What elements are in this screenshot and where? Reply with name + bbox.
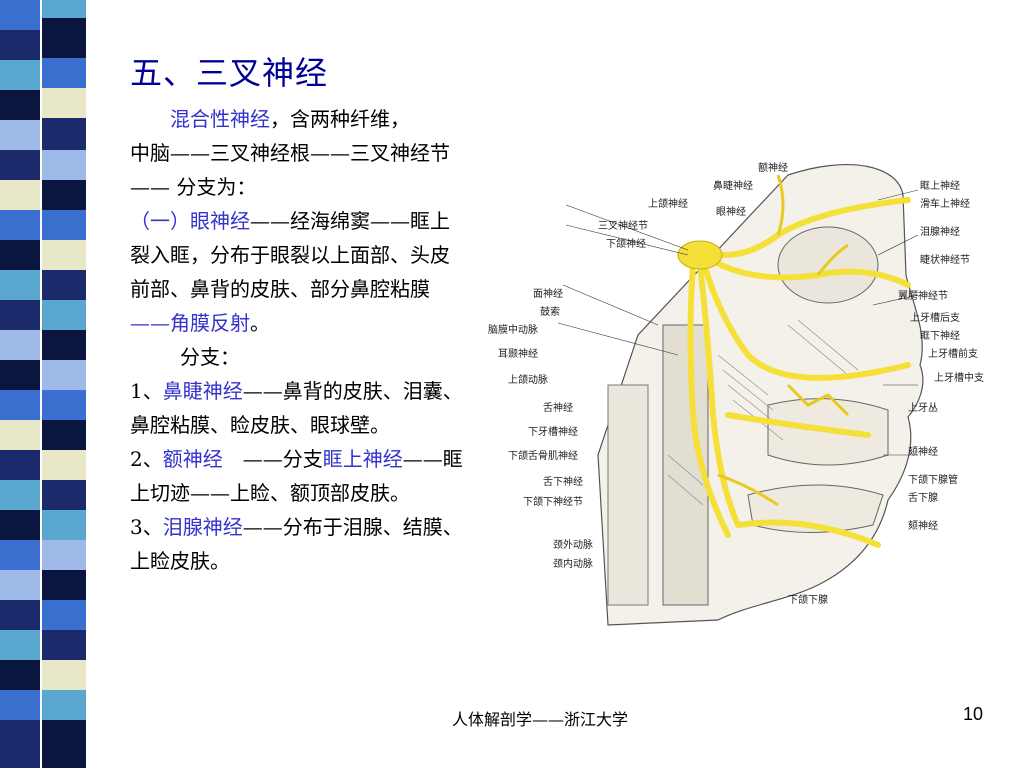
figure-label: 眶上神经 <box>920 179 960 192</box>
branch-name: 鼻睫神经 <box>162 379 243 403</box>
figure-label: 上牙槽前支 <box>928 347 978 360</box>
figure-label: 下牙槽神经 <box>528 425 578 438</box>
footer-text: 人体解剖学——浙江大学 <box>452 710 629 729</box>
figure-label: 颈外动脉 <box>553 538 593 551</box>
branch-name: 泪腺神经 <box>162 515 243 539</box>
figure-label: 眼神经 <box>716 205 746 218</box>
figure-label: 下颌下腺 <box>788 593 828 606</box>
figure-label: 下颌神经 <box>606 237 646 250</box>
figure-label: 上颌动脉 <box>508 373 548 386</box>
figure-label: 眶下神经 <box>920 329 960 342</box>
figure-labels-left: 额神经 鼻睫神经 上颌神经 眼神经 三叉神经节 下颌神经 面神经 鼓索 脑膜中动… <box>488 161 828 606</box>
figure-label: 睫状神经节 <box>920 253 970 266</box>
branch-number: 2、 <box>130 447 163 471</box>
figure-label: 泪腺神经 <box>920 225 960 238</box>
figure-label: 舌下腺 <box>908 491 938 504</box>
branch-item: 3、泪腺神经——分布于泪腺、结膜、上睑皮肤。 <box>130 510 465 578</box>
section-ophthalmic: （一）眼神经——经海绵窦——眶上裂入眶，分布于眼裂以上面部、头皮前部、鼻背的皮肤… <box>130 204 465 340</box>
figure-label: 上颌神经 <box>648 197 688 210</box>
slide-body: 混合性神经，含两种纤维， 中脑——三叉神经根——三叉神经节—— 分支为： （一）… <box>130 102 465 578</box>
corneal-reflex-term: 角膜反射 <box>170 311 250 335</box>
anatomy-illustration: 额神经 鼻睫神经 上颌神经 眼神经 三叉神经节 下颌神经 面神经 鼓索 脑膜中动… <box>488 155 993 630</box>
figure-labels-right: 眶上神经 滑车上神经 泪腺神经 睫状神经节 翼腭神经节 上牙槽后支 眶下神经 上… <box>898 179 984 532</box>
intro-highlight: 混合性神经 <box>170 107 270 131</box>
section-title: （一）眼神经 <box>130 209 250 233</box>
figure-label: 翼腭神经节 <box>898 289 948 302</box>
figure-label: 上牙丛 <box>908 402 938 414</box>
figure-label: 上牙槽后支 <box>910 311 960 324</box>
decorative-stripe-bar <box>0 0 100 768</box>
branch-item: 2、额神经 ——分支眶上神经——眶上切迹——上睑、额顶部皮肤。 <box>130 442 465 510</box>
figure-label: 耳颞神经 <box>498 347 538 360</box>
figure-label: 面神经 <box>533 287 563 300</box>
figure-label: 舌下神经 <box>543 475 583 488</box>
figure-label: 颈内动脉 <box>553 557 593 570</box>
figure-label: 颏神经 <box>908 519 938 532</box>
figure-label: 鼓索 <box>540 305 560 318</box>
intro-line-2: 中脑——三叉神经根——三叉神经节—— 分支为： <box>130 141 450 199</box>
branch-text: ——鼻背的皮肤、泪囊、鼻腔粘膜、睑皮肤、眼球壁。 <box>130 379 463 437</box>
figure-label: 颏神经 <box>908 445 938 458</box>
figure-label: 舌神经 <box>543 401 573 414</box>
section-dash: —— <box>130 311 170 335</box>
branches-heading: 分支： <box>180 345 240 369</box>
slide-title: 五、三叉神经 <box>130 54 329 92</box>
page-number: 10 <box>963 704 984 724</box>
figure-label: 上牙槽中支 <box>934 371 984 384</box>
figure-label: 滑车上神经 <box>920 197 970 210</box>
branch-text: ——分布于泪腺、结膜、上睑皮肤。 <box>130 515 463 573</box>
intro-paragraph: 混合性神经，含两种纤维， <box>130 102 465 136</box>
trigeminal-anatomy-figure: 额神经 鼻睫神经 上颌神经 眼神经 三叉神经节 下颌神经 面神经 鼓索 脑膜中动… <box>488 155 993 630</box>
branch-mid: ——分支 <box>222 447 323 471</box>
figure-label: 鼻睫神经 <box>713 179 753 192</box>
section-end: 。 <box>250 311 270 335</box>
figure-label: 下颌下腺管 <box>908 473 958 486</box>
intro-rest: ，含两种纤维， <box>270 107 410 131</box>
branch-item: 1、鼻睫神经——鼻背的皮肤、泪囊、鼻腔粘膜、睑皮肤、眼球壁。 <box>130 374 465 442</box>
branch-name: 额神经 <box>162 447 223 471</box>
figure-label: 下颌下神经节 <box>523 495 583 508</box>
section-text: ——经海绵窦——眶上裂入眶，分布于眼裂以上面部、头皮前部、鼻背的皮肤、部分鼻腔粘… <box>130 209 450 301</box>
branch-number: 3、 <box>130 515 163 539</box>
figure-label: 额神经 <box>758 161 788 174</box>
branch-number: 1、 <box>130 379 163 403</box>
figure-label: 下颌舌骨肌神经 <box>508 449 578 462</box>
figure-label: 脑膜中动脉 <box>488 323 538 336</box>
figure-label: 三叉神经节 <box>598 219 648 232</box>
branch-subname: 眶上神经 <box>322 447 403 471</box>
branch-text: ——眶上切迹——上睑、额顶部皮肤。 <box>130 447 463 505</box>
